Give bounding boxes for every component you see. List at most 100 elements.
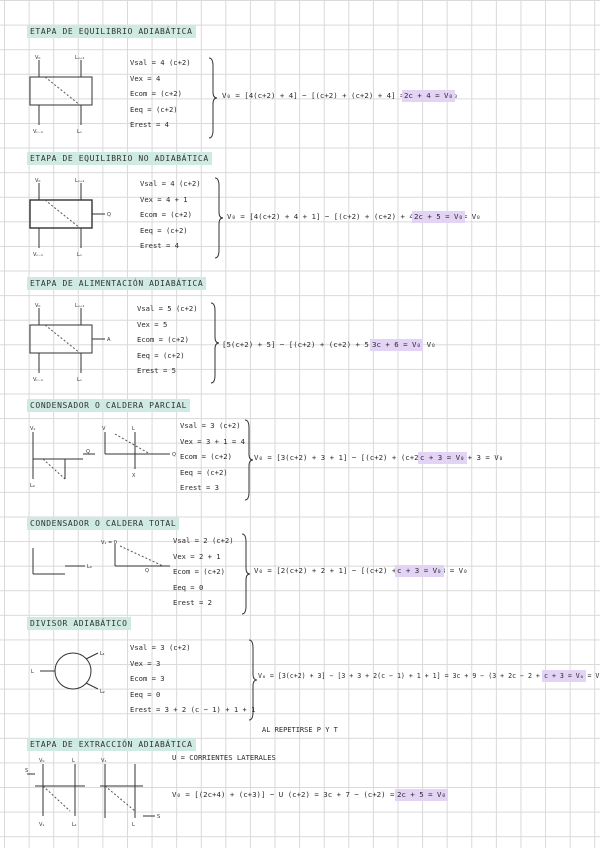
label-v0: V₀ [35, 55, 40, 61]
result-highlight: c + 3 = V₀ [542, 670, 586, 682]
label-l1: L₁ [100, 651, 105, 657]
section-title: CONDENSADOR O CALDERA TOTAL [27, 517, 179, 530]
stage-diagram: V₀ Lₙ₊₁ Vₙ₋₁ Lₙ Q [25, 178, 135, 258]
brace [243, 420, 253, 500]
variable-list: Vsal = 5 (c+2) Vex = 5 Ecom = (c+2) Eeq … [137, 301, 198, 379]
var-erest: Erest = 4 [130, 117, 191, 133]
result-highlight: 2c + 4 = V₀ [402, 90, 455, 102]
label-l1: L₁ [72, 822, 77, 828]
variable-list: Vsal = 4 (c+2) Vex = 4 Ecom = (c+2) Eeq … [130, 55, 191, 133]
stage-diagram: V₀ Lₙ₊₁ Vₙ₋₁ Lₙ A [25, 303, 135, 383]
brace [209, 303, 219, 383]
divisor-diagram: L L₁ L₂ [28, 645, 128, 705]
section-title: ETAPA DE EQUILIBRIO ADIABÁTICA [27, 25, 196, 38]
var-vsal: Vsal = 4 (c+2) [130, 55, 191, 71]
var-eeq: Eeq = (c+2) [130, 102, 191, 118]
label-l2: L₂ [100, 689, 105, 695]
label-ln: Lₙ [77, 129, 82, 135]
label-v1b: V₁ [101, 758, 106, 764]
var-vex: Vex = 2 + 1 [173, 549, 234, 565]
label-ln: Lₙ [77, 252, 82, 258]
var-vex: Vex = 3 [130, 656, 256, 672]
label-l0: L₀ [30, 483, 35, 489]
label-lb: L [132, 822, 135, 828]
label-l: L [31, 669, 34, 675]
label-sb: S [157, 814, 160, 820]
var-vex: Vex = 4 [130, 71, 191, 87]
label-ln1: Lₙ₊₁ [75, 178, 84, 184]
var-erest: Erest = 5 [137, 363, 198, 379]
label-v: V [102, 426, 106, 432]
label-v0: V₀ [35, 178, 40, 184]
note-repetirse: AL REPETIRSE P Y T [262, 726, 338, 734]
var-vsal: Vsal = 2 (c+2) [173, 533, 234, 549]
condenser-diagram: V₁ = 0 L₀ Q [25, 540, 175, 600]
result-highlight: 2c + 5 = V₀ [412, 211, 465, 223]
label-ln1: Lₙ₊₁ [75, 55, 84, 61]
brace [240, 534, 250, 614]
brace [213, 178, 223, 258]
label-l: L [72, 758, 75, 764]
var-ecom: Ecom = (c+2) [137, 332, 198, 348]
stage-diagram: V₀ Lₙ₊₁ Vₙ₋₁ Lₙ [25, 55, 135, 135]
condenser-diagram: V₁ L₀ Q V L Q X [25, 424, 185, 494]
label-ln1: Lₙ₊₁ [75, 303, 84, 309]
result-highlight: 3c + 6 = V₀ [370, 339, 423, 351]
var-vex: Vex = 5 [137, 317, 198, 333]
var-vsal: Vsal = 3 (c+2) [130, 640, 256, 656]
label-v1: V₁ [39, 822, 44, 828]
section-title: DIVISOR ADIABÁTICO [27, 617, 131, 630]
label-vn1: Vₙ₋₁ [33, 252, 43, 258]
var-vsal: Vsal = 3 (c+2) [180, 418, 245, 434]
var-erest: Erest = 3 [180, 480, 245, 496]
label-q: Q [107, 212, 111, 218]
var-eeq: Eeq = (c+2) [137, 348, 198, 364]
label-vn1: Vₙ₋₁ [33, 377, 43, 383]
var-ecom: Ecom = 3 [130, 671, 256, 687]
variable-list: Vsal = 3 (c+2) Vex = 3 Ecom = 3 Eeq = 0 … [130, 640, 256, 718]
var-vsal: Vsal = 5 (c+2) [137, 301, 198, 317]
label-l0: L₀ [87, 564, 92, 570]
brace [207, 58, 217, 138]
label-q: Q [86, 449, 90, 455]
var-ecom: Ecom = (c+2) [173, 564, 234, 580]
label-q2: Q [172, 452, 176, 458]
label-a: A [107, 337, 111, 343]
label-vn1: Vₙ₋₁ [33, 129, 43, 135]
var-eeq: Eeq = (c+2) [180, 465, 245, 481]
variable-list: Vsal = 2 (c+2) Vex = 2 + 1 Ecom = (c+2) … [173, 533, 234, 611]
label-q: Q [145, 568, 149, 574]
brace [247, 640, 257, 720]
variable-list: Vsal = 3 (c+2) Vex = 3 + 1 = 4 Ecom = (c… [180, 418, 245, 496]
var-erest: Erest = 3 + 2 (c − 1) + 1 + 1 [130, 702, 256, 718]
var-eeq: Eeq = 0 [173, 580, 234, 596]
label-v1-zero: V₁ = 0 [101, 540, 117, 546]
variable-list: Vsal = 4 (c+2) Vex = 4 + 1 Ecom = (c+2) … [140, 176, 201, 254]
label-x: X [132, 473, 136, 479]
var-u: U = CORRIENTES LATERALES [172, 750, 276, 766]
label-v0: V₀ [39, 758, 44, 764]
var-ecom: Ecom = (c+2) [180, 449, 245, 465]
var-vex: Vex = 4 + 1 [140, 192, 201, 208]
var-erest: Erest = 2 [173, 595, 234, 611]
label-l: L [132, 426, 135, 432]
section-title: ETAPA DE EQUILIBRIO NO ADIABÁTICA [27, 152, 212, 165]
var-eeq: Eeq = (c+2) [140, 223, 201, 239]
variable-list: U = CORRIENTES LATERALES [172, 750, 276, 766]
var-vsal: Vsal = 4 (c+2) [140, 176, 201, 192]
var-ecom: Ecom = (c+2) [130, 86, 191, 102]
extraction-diagram: V₀ L S V₁ L₁ V₁ L S [25, 756, 170, 836]
section-title: CONDENSADOR O CALDERA PARCIAL [27, 399, 190, 412]
result-highlight: c + 3 = V₀ [418, 452, 467, 464]
section-title: ETAPA DE EXTRACCIÓN ADIABÁTICA [27, 738, 196, 751]
var-vex: Vex = 3 + 1 = 4 [180, 434, 245, 450]
var-erest: Erest = 4 [140, 238, 201, 254]
label-v1: V₁ [30, 426, 35, 432]
var-ecom: Ecom = (c+2) [140, 207, 201, 223]
result-highlight: c + 3 = V₀ [395, 565, 444, 577]
section-title: ETAPA DE ALIMENTACIÓN ADIABÁTICA [27, 277, 206, 290]
label-v0: V₀ [35, 303, 40, 309]
label-ln: Lₙ [77, 377, 82, 383]
var-eeq: Eeq = 0 [130, 687, 256, 703]
label-s: S [25, 768, 28, 774]
